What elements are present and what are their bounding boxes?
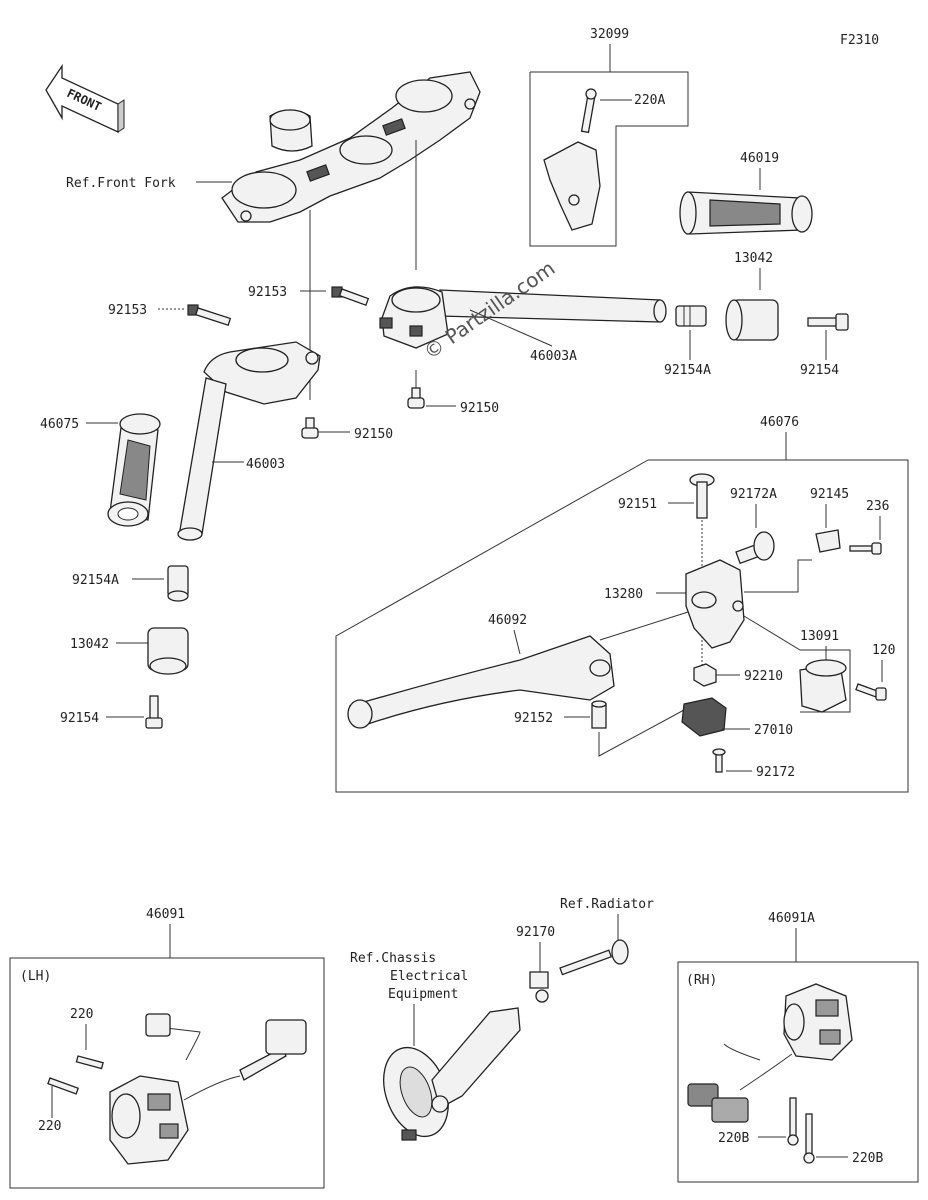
part-label-92151: 92151 xyxy=(618,497,657,512)
ref-chassis-label-3: Equipment xyxy=(388,987,458,1002)
part-label-46092: 46092 xyxy=(488,613,527,628)
side-label-rh: (RH) xyxy=(686,973,717,988)
part-label-236: 236 xyxy=(866,499,889,514)
switch-screw-lh-a xyxy=(75,1055,104,1070)
part-label-220A: 220A xyxy=(634,93,665,108)
adjuster-screw xyxy=(735,531,775,565)
clutch-lever xyxy=(347,635,615,729)
horn xyxy=(383,1007,521,1141)
part-label-13042-right: 13042 xyxy=(734,251,773,266)
right-handlebar-switch xyxy=(687,983,853,1123)
part-label-220-b: 220 xyxy=(38,1119,61,1134)
part-label-13091: 13091 xyxy=(800,629,839,644)
part-label-92154-left: 92154 xyxy=(60,711,99,726)
ref-chassis-label-1: Ref.Chassis xyxy=(350,951,436,966)
part-label-92172: 92172 xyxy=(756,765,795,780)
part-label-92170: 92170 xyxy=(516,925,555,940)
part-label-46076: 46076 xyxy=(760,415,799,430)
part-label-13042-left: 13042 xyxy=(70,637,109,652)
bar-end-weight-right xyxy=(725,299,779,341)
part-label-92153-left: 92153 xyxy=(108,303,147,318)
part-label-220B-b: 220B xyxy=(852,1151,883,1166)
upper-triple-clamp xyxy=(221,71,481,223)
pivot-bolt xyxy=(689,473,715,519)
part-label-92150-center: 92150 xyxy=(460,401,499,416)
clutch-switch xyxy=(681,697,727,737)
bar-end-bolt-right xyxy=(807,313,849,331)
clamp-bolt-left xyxy=(187,304,232,326)
lever-guard-part xyxy=(543,88,601,231)
ref-front-fork-label: Ref.Front Fork xyxy=(66,176,176,191)
part-label-120: 120 xyxy=(872,643,895,658)
bar-end-nut-left xyxy=(167,565,189,602)
bar-end-bolt-left xyxy=(145,695,163,729)
switch-screw xyxy=(712,748,726,773)
part-label-92150-left: 92150 xyxy=(354,427,393,442)
part-label-92154A-right: 92154A xyxy=(664,363,711,378)
part-label-46091A: 46091A xyxy=(768,911,815,926)
part-label-13280: 13280 xyxy=(604,587,643,602)
part-label-220B-a: 220B xyxy=(718,1131,749,1146)
part-label-92153-center: 92153 xyxy=(248,285,287,300)
horn-nut xyxy=(529,971,549,1003)
part-label-27010: 27010 xyxy=(754,723,793,738)
right-grip xyxy=(679,191,813,235)
part-label-92145: 92145 xyxy=(810,487,849,502)
clamp-screw-center xyxy=(407,387,425,409)
part-label-46003: 46003 xyxy=(246,457,285,472)
clamp-screw-left xyxy=(301,417,319,439)
left-grip xyxy=(107,413,161,527)
bar-end-nut-right xyxy=(675,305,707,327)
part-label-92152: 92152 xyxy=(514,711,553,726)
spring-clip xyxy=(815,529,841,553)
right-handlebar xyxy=(379,286,667,349)
nut xyxy=(693,663,717,687)
part-label-92210: 92210 xyxy=(744,669,783,684)
bar-end-weight-left xyxy=(147,627,189,675)
left-handlebar xyxy=(177,341,321,541)
ref-chassis-label-2: Electrical xyxy=(390,969,468,984)
part-label-46075: 46075 xyxy=(40,417,79,432)
ref-radiator-label: Ref.Radiator xyxy=(560,897,654,912)
part-label-32099: 32099 xyxy=(590,27,629,42)
diagram-code: F2310 xyxy=(840,33,879,48)
switch-screw-rh-a xyxy=(787,1097,799,1146)
horn-bolt xyxy=(559,939,629,976)
holder-clamp xyxy=(799,659,847,713)
clamp-bolt-holder xyxy=(855,683,887,701)
part-label-46091: 46091 xyxy=(146,907,185,922)
part-label-92154-right: 92154 xyxy=(800,363,839,378)
front-arrow-icon: FRONT xyxy=(45,63,125,134)
left-handlebar-switch xyxy=(109,1013,307,1165)
lever-holder xyxy=(685,559,812,649)
switch-screw-rh-b xyxy=(803,1113,815,1164)
switch-screw-lh-b xyxy=(47,1077,80,1095)
part-label-92154A-left: 92154A xyxy=(72,573,119,588)
part-label-220-a: 220 xyxy=(70,1007,93,1022)
side-label-lh: (LH) xyxy=(20,969,51,984)
part-label-46019: 46019 xyxy=(740,151,779,166)
small-screw xyxy=(849,542,882,555)
part-label-46003A: 46003A xyxy=(530,349,577,364)
clamp-bolt-center xyxy=(331,286,370,306)
part-label-92172A: 92172A xyxy=(730,487,777,502)
collar xyxy=(591,700,607,729)
